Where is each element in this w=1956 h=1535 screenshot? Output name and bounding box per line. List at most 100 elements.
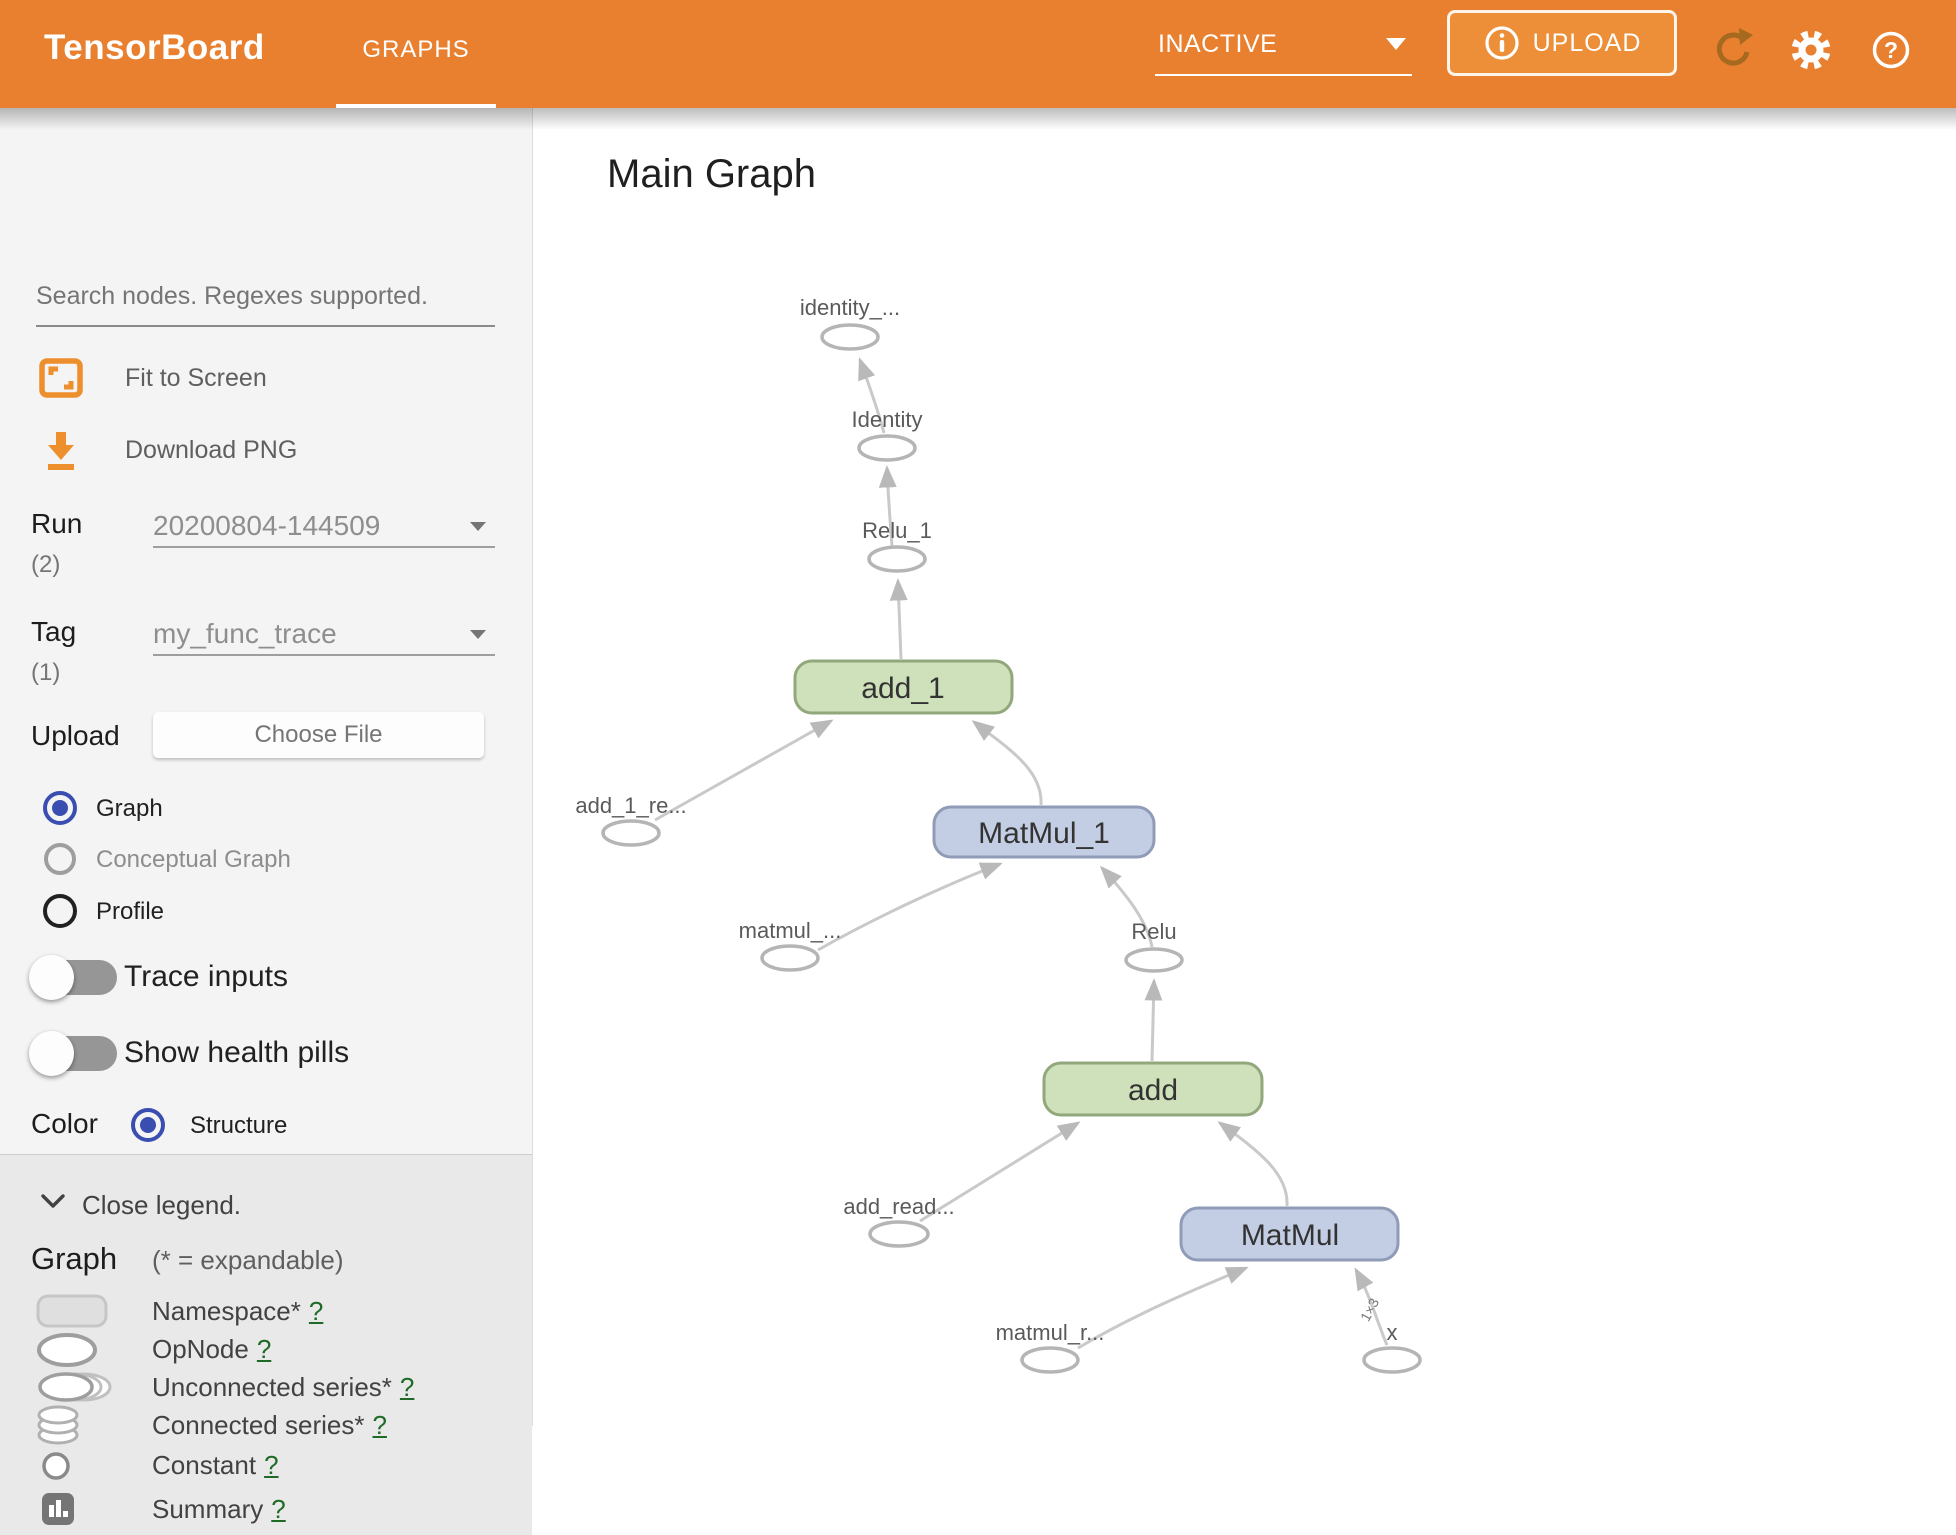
node-label: Relu [1131, 919, 1176, 944]
help-icon[interactable]: ? [1867, 26, 1915, 74]
toggle-knob [29, 1031, 74, 1076]
node-label: matmul_r... [996, 1320, 1105, 1345]
node-relu-1[interactable]: Relu_1 [862, 518, 932, 573]
legend-item-label: Constant [152, 1450, 257, 1480]
fit-to-screen-icon [39, 358, 83, 398]
namespace-rect[interactable] [793, 659, 1014, 715]
namespace-help-link[interactable]: ? [308, 1296, 324, 1326]
unconnected-series-help-link[interactable]: ? [399, 1372, 415, 1402]
opnode-ellipse[interactable] [760, 944, 820, 972]
tab-active-underline [336, 104, 496, 108]
tag-dropdown[interactable]: my_func_trace [153, 618, 337, 649]
node-label: add_read... [843, 1194, 954, 1219]
legend-expandable-note: (* = expandable) [152, 1245, 344, 1275]
namespace-rect[interactable] [1042, 1061, 1264, 1117]
edge-relu-matmul1 [1099, 865, 1154, 948]
edge-matmul-add [1217, 1121, 1289, 1207]
node-x[interactable]: x [1362, 1320, 1422, 1374]
run-count: (2) [31, 551, 61, 578]
node-relu[interactable]: Relu [1124, 919, 1184, 973]
upload-button[interactable]: UPLOAD [1447, 10, 1677, 76]
status-dropdown-value[interactable]: INACTIVE [1158, 30, 1278, 58]
radio-profile[interactable] [43, 894, 77, 928]
download-png-button[interactable]: Download PNG [0, 422, 533, 478]
close-legend-link[interactable]: Close legend. [82, 1190, 241, 1220]
opnode-ellipse[interactable] [1362, 1346, 1422, 1374]
gear-icon[interactable] [1787, 26, 1835, 74]
show-health-pills-label: Show health pills [124, 1036, 350, 1069]
opnode-ellipse[interactable] [1124, 947, 1184, 973]
node-identity-out[interactable]: identity_... [800, 295, 900, 351]
app-header: TensorBoard GRAPHS INACTIVE UPLOAD ? [0, 0, 1956, 108]
connected-series-help-link[interactable]: ? [372, 1410, 387, 1440]
radio-color-structure[interactable] [131, 1108, 165, 1142]
tag-count: (1) [31, 659, 61, 686]
show-health-pills-toggle[interactable] [29, 1029, 127, 1077]
opnode-ellipse[interactable] [601, 819, 661, 847]
node-matmul-1[interactable]: MatMul_1 [932, 805, 1156, 859]
legend-item-label: Connected series* [152, 1410, 365, 1440]
color-label: Color [31, 1108, 98, 1139]
radio-conceptual-graph[interactable] [44, 843, 76, 875]
choose-file-button[interactable]: Choose File [153, 712, 484, 758]
run-label: Run [31, 508, 83, 539]
download-icon [48, 432, 74, 470]
node-label: add_1 [861, 672, 944, 705]
fit-to-screen-button[interactable]: Fit to Screen [0, 350, 533, 406]
chevron-down-icon[interactable] [1386, 38, 1406, 50]
node-identity[interactable]: Identity [852, 407, 923, 462]
node-label: Identity [852, 407, 923, 432]
trace-inputs-toggle[interactable] [29, 953, 127, 1001]
node-matmul-r-read[interactable]: matmul_r... [996, 1320, 1105, 1374]
namespace-rect[interactable] [932, 805, 1156, 859]
opnode-ellipse[interactable] [1020, 1346, 1080, 1374]
opnode-help-link[interactable]: ? [256, 1334, 272, 1364]
radio-color-structure-label[interactable]: Structure [190, 1112, 288, 1139]
radio-conceptual-graph-label[interactable]: Conceptual Graph [96, 846, 291, 873]
node-label: add [1128, 1074, 1178, 1107]
constant-help-link[interactable]: ? [264, 1450, 279, 1480]
summary-help-link[interactable]: ? [271, 1494, 286, 1524]
opnode-ellipse[interactable] [868, 1220, 930, 1248]
node-label: identity_... [800, 295, 900, 320]
node-add[interactable]: add [1042, 1061, 1264, 1117]
radio-profile-label[interactable]: Profile [96, 898, 165, 925]
help-glyph: ? [1884, 37, 1898, 63]
node-label: add_1_re... [575, 793, 686, 818]
run-dropdown[interactable]: 20200804-144509 [153, 510, 381, 541]
status-dropdown-underline [1155, 74, 1412, 76]
download-png-label: Download PNG [125, 436, 298, 464]
connected-series-swatch-icon [37, 1405, 79, 1445]
tag-dropdown-caret-icon[interactable] [470, 630, 486, 639]
node-add-1-read[interactable]: add_1_re... [575, 793, 687, 847]
opnode-ellipse[interactable] [857, 434, 917, 462]
node-matmul-read[interactable]: matmul_... [739, 918, 842, 972]
run-dropdown-caret-icon[interactable] [470, 522, 486, 531]
trace-inputs-label: Trace inputs [124, 960, 288, 993]
node-matmul[interactable]: MatMul [1179, 1206, 1400, 1262]
edge-add1-relu1 [889, 578, 908, 660]
upload-button-label: UPLOAD [1532, 28, 1642, 57]
legend-item-opnode: OpNode? [152, 1334, 271, 1365]
edge-matmul1-add1 [971, 720, 1043, 806]
node-label: MatMul_1 [978, 817, 1110, 850]
legend-item-label: Unconnected series* [152, 1372, 392, 1402]
radio-graph-label[interactable]: Graph [96, 795, 163, 822]
legend-item-label: Summary [152, 1494, 264, 1524]
radio-graph[interactable] [43, 791, 77, 825]
constant-swatch-icon [42, 1452, 70, 1480]
node-add-read[interactable]: add_read... [843, 1194, 955, 1248]
opnode-ellipse[interactable] [867, 545, 927, 573]
graph-canvas[interactable] [534, 108, 1956, 1426]
search-input[interactable] [36, 276, 495, 327]
chevron-down-icon[interactable] [40, 1192, 66, 1210]
legend-title: Graph [31, 1241, 118, 1276]
tab-graphs[interactable]: GRAPHS [362, 36, 470, 63]
opnode-ellipse[interactable] [820, 323, 880, 351]
legend-item-label: Namespace* [152, 1296, 301, 1326]
node-add-1[interactable]: add_1 [793, 659, 1014, 715]
legend-item-namespace: Namespace*? [152, 1296, 323, 1327]
namespace-rect[interactable] [1179, 1206, 1400, 1262]
graph-svg: 1×3 identity_... Identity Relu_1 add_1_r… [575, 295, 1422, 1374]
refresh-icon[interactable] [1709, 26, 1757, 74]
